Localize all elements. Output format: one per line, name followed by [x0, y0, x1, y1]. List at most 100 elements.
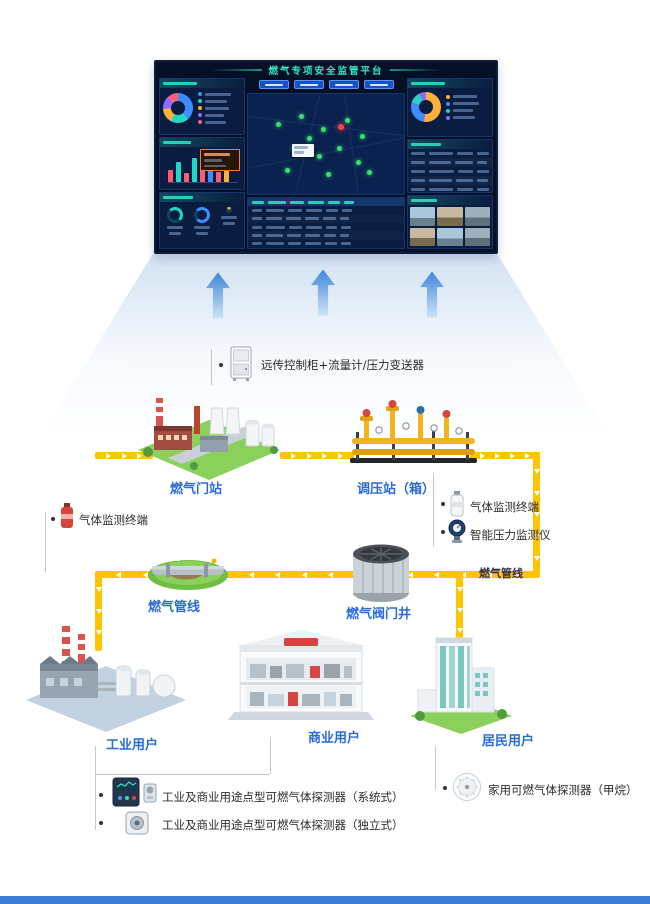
pipeline-arrow-icon	[306, 452, 312, 459]
commercial-user-illustration	[228, 630, 374, 720]
label-pipeline-segment: 燃气管线	[148, 600, 201, 615]
label-commercial-user: 商业用户	[308, 731, 361, 746]
bullet-dot	[51, 517, 55, 521]
footer-bar	[0, 896, 650, 904]
dashboard-right-column	[407, 78, 493, 249]
pipeline-arrow-icon	[456, 628, 463, 634]
pipeline-arrow-icon	[116, 571, 122, 578]
bullet-dot	[441, 530, 445, 534]
pipeline-arrow-icon	[275, 571, 281, 578]
gate-station-illustration	[138, 398, 280, 480]
pipeline-arrow-icon	[495, 452, 500, 459]
dashboard-tab-button	[293, 80, 324, 89]
pipeline-arrow-icon	[105, 452, 111, 459]
dashboard-tab-button	[328, 80, 359, 89]
bullet-dot	[99, 793, 103, 797]
pipeline-arrow-icon	[460, 571, 466, 578]
city-map-panel	[247, 93, 405, 195]
gas-detector-icon	[125, 811, 149, 835]
note-home-detector: 家用可燃气体探测器（甲烷）	[488, 783, 638, 797]
valve-well-illustration	[353, 544, 409, 602]
dashboard-center-column	[247, 78, 405, 249]
pipeline-arrow-icon	[525, 452, 530, 459]
pipeline-arrow-icon	[248, 571, 254, 578]
pipeline-arrow-icon	[301, 571, 307, 578]
pipeline-segment	[470, 452, 540, 459]
panel-device-list	[407, 139, 493, 194]
map-tooltip	[291, 144, 314, 157]
pipeline-arrow-icon	[290, 452, 296, 459]
gas-canister-red-icon	[61, 503, 73, 528]
pipeline-arrow-icon	[95, 608, 102, 614]
pipeline-arrow-icon	[533, 556, 540, 562]
map-alarm-dot	[338, 124, 345, 130]
pipeline-arrow-icon	[328, 571, 334, 578]
donut-chart-left	[163, 93, 193, 123]
pipeline-drop-industrial	[95, 571, 102, 651]
pipeline-arrow-icon	[533, 534, 540, 540]
bullet-dot	[219, 363, 223, 367]
dashboard-tab-button	[363, 80, 394, 89]
residential-user-illustration	[410, 637, 512, 734]
video-thumbnail	[464, 207, 490, 226]
note-detector-system: 工业及商业用途点型可燃气体探测器（系统式）	[162, 790, 404, 804]
video-thumbnail	[437, 207, 463, 226]
industrial-user-illustration	[26, 626, 186, 732]
pipeline-arrow-icon	[533, 468, 540, 474]
note-detector-standalone: 工业及商业用途点型可燃气体探测器（独立式）	[162, 818, 404, 832]
alarm-popup	[200, 149, 240, 172]
dashboard-left-column	[159, 78, 245, 249]
video-thumbnail	[464, 227, 490, 246]
pipeline-arrow-icon	[121, 452, 127, 459]
donut-chart-right	[411, 92, 441, 122]
pipeline-arrow-icon	[137, 452, 143, 459]
connector-line	[95, 774, 270, 775]
pipeline-arrow-icon	[456, 607, 463, 613]
gas-detector-panel-icon	[112, 777, 157, 807]
pipeline-arrow-icon	[407, 571, 413, 578]
pipeline-arrow-icon	[533, 512, 540, 518]
dashboard-button-row	[247, 78, 405, 91]
label-valve-well: 燃气阀门井	[346, 607, 412, 622]
gas-canister-white-icon	[450, 491, 464, 517]
up-arrow-left	[206, 272, 230, 319]
dashboard-title: 燃气专项安全监管平台	[156, 62, 496, 77]
connector-line	[45, 512, 46, 572]
bullet-dot	[443, 786, 447, 790]
pressure-gauge-icon	[448, 519, 466, 543]
pipeline-arrow-icon	[480, 452, 485, 459]
monitoring-dashboard-screen: 燃气专项安全监管平台	[154, 60, 498, 254]
buried-pipeline-illustration	[148, 550, 228, 590]
regulator-station-illustration	[350, 400, 477, 463]
pipeline-arrow-icon	[95, 587, 102, 593]
panel-donut-left	[159, 78, 245, 136]
control-cabinet-icon	[230, 346, 252, 381]
note-gas-terminal-left: 气体监测终端	[79, 513, 148, 527]
pipeline-arrow-icon	[434, 571, 440, 578]
video-thumbnail	[410, 207, 436, 226]
panel-donut-right	[407, 78, 493, 138]
dashboard-body	[156, 77, 496, 252]
bullet-dot	[99, 821, 103, 825]
pipeline-arrow-icon	[513, 571, 519, 578]
pipeline-segment	[533, 452, 540, 578]
note-gas-terminal-right: 气体监测终端	[470, 500, 539, 514]
pipeline-arrow-icon	[456, 586, 463, 592]
connector-line	[95, 746, 96, 830]
panel-bar-chart	[159, 137, 245, 190]
pipeline-arrow-icon	[487, 571, 493, 578]
label-industrial-user: 工业用户	[106, 738, 159, 753]
dashboard-tab-button	[258, 80, 289, 89]
bullet-dot	[441, 502, 445, 506]
label-regulator-station: 调压站（箱）	[357, 482, 436, 497]
pipeline-arrow-icon	[533, 490, 540, 496]
up-arrow-right	[420, 271, 444, 318]
up-arrow-center	[311, 269, 335, 316]
pipeline-arrow-icon	[322, 452, 328, 459]
pipeline-arrow-icon	[510, 452, 515, 459]
pipeline-arrow-icon	[95, 629, 102, 635]
panel-video-wall	[407, 195, 493, 249]
video-thumbnail	[437, 227, 463, 246]
panel-gauges	[159, 191, 245, 249]
